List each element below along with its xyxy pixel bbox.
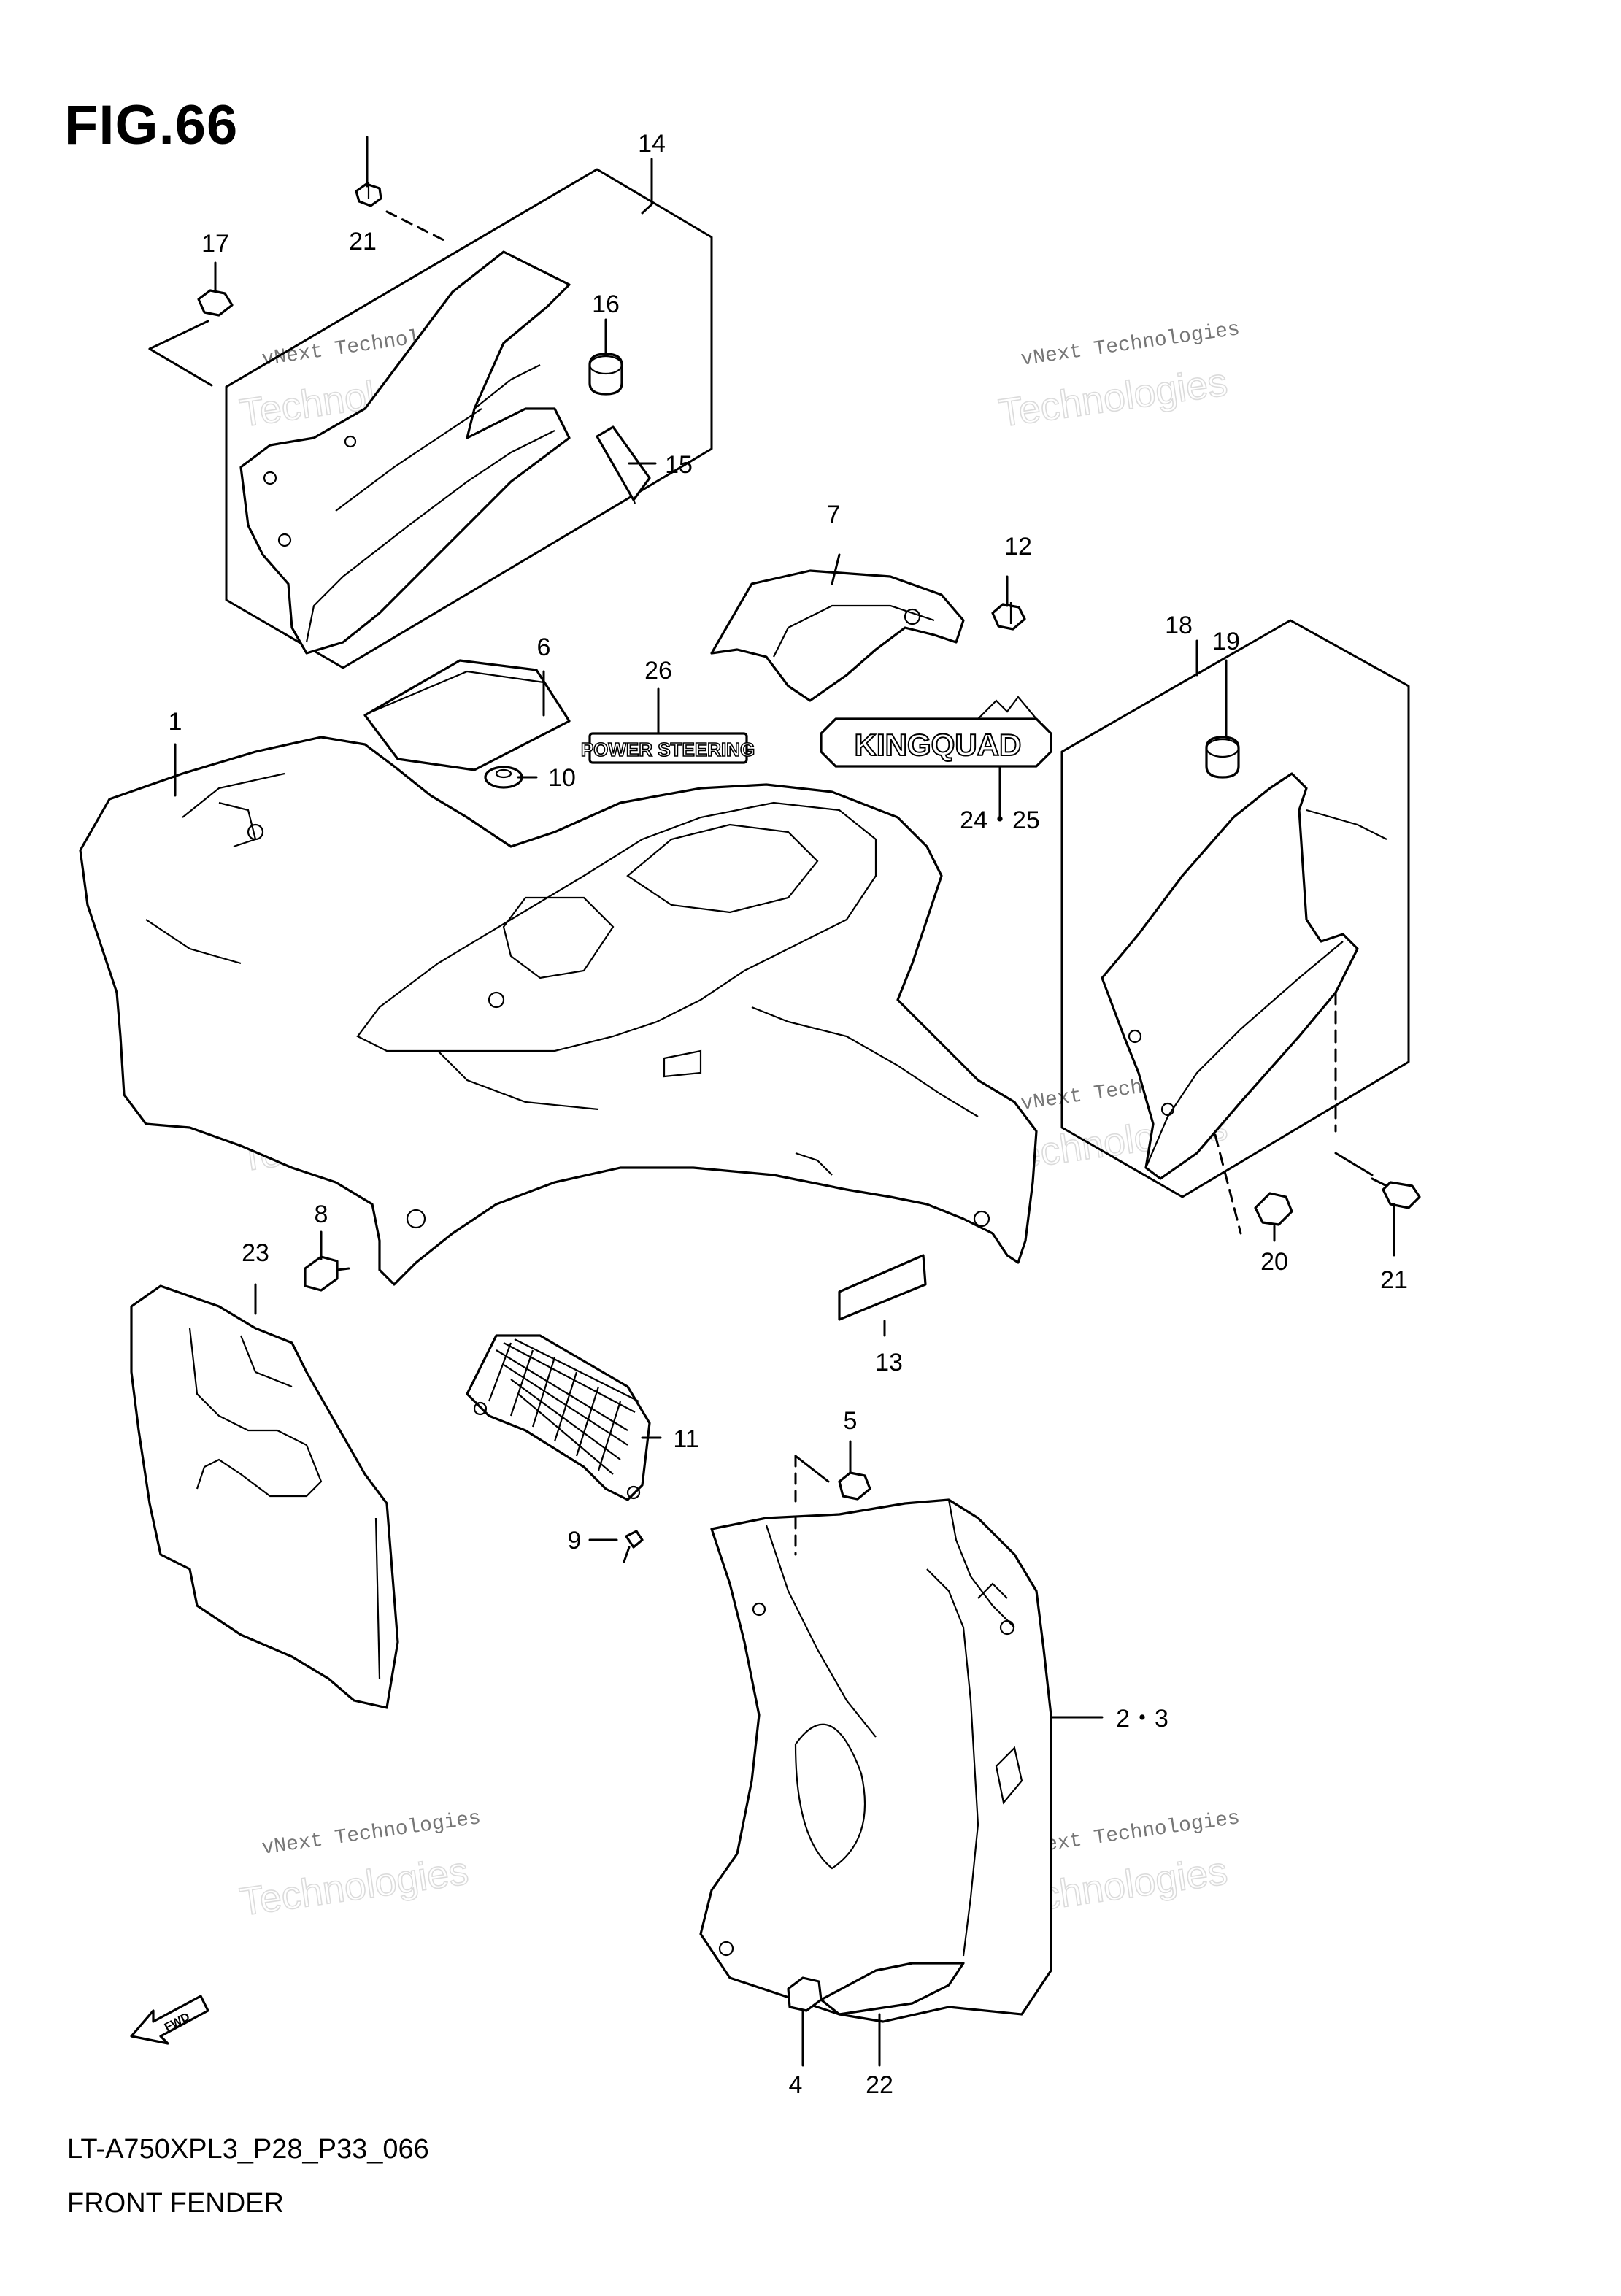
label-part-19: 19 [1212,628,1240,655]
part-6-cover [363,659,571,789]
part-22-pad [820,1962,965,2016]
watermark-large: Technologies [996,360,1231,435]
part-23-mudguard [130,1284,399,1709]
label-part-4: 4 [789,2071,803,2099]
label-part-16: 16 [592,290,620,318]
figure-name: FRONT FENDER [67,2188,284,2219]
part-19-grommet [1205,736,1240,779]
label-part-11: 11 [673,1425,698,1453]
part-4-bolt [787,1976,823,2027]
label-part-23: 23 [242,1239,269,1267]
label-part-15: 15 [665,451,693,479]
label-part-21-right: 21 [1380,1266,1408,1294]
label-part-17: 17 [201,230,229,258]
part-2-inner-fender [699,1498,1052,2023]
part-1-front-fender [79,736,1038,1286]
watermark-large: Technologies [237,1849,471,1924]
label-part-13: 13 [875,1349,903,1376]
part-21-clip-top [355,182,447,242]
part-15-pad [596,425,651,501]
figure-title: FIG.66 [64,94,239,156]
label-part-21-top: 21 [349,228,377,255]
part-11-grill [466,1334,651,1501]
figure-code: LT-A750XPL3_P28_P33_066 [67,2134,429,2165]
part-26-power-steering-decal: POWER STEERING [580,732,755,764]
label-part-7: 7 [827,501,841,528]
part-21-bolt-right [1371,1177,1421,1209]
label-part-12: 12 [1004,533,1032,560]
part-17-clip [148,289,234,387]
svg-text:KINGQUAD: KINGQUAD [855,728,1022,762]
label-part-24-25: 24・25 [960,806,1040,834]
label-part-2-3: 2・3 [1116,1705,1168,1733]
label-part-1: 1 [169,708,182,736]
label-part-6: 6 [537,633,551,661]
svg-text:POWER STEERING: POWER STEERING [581,739,755,760]
part-12-clip [991,602,1026,631]
label-part-18: 18 [1165,612,1193,639]
label-part-5: 5 [844,1407,858,1435]
part-8-bolt [304,1255,350,1292]
label-part-20: 20 [1260,1248,1288,1276]
leader-lines [174,136,1395,2067]
part-5-clip [794,1455,871,1556]
label-part-10: 10 [548,764,576,792]
label-part-26: 26 [644,657,672,685]
group-box-14 [225,168,713,669]
label-part-9: 9 [568,1527,582,1555]
label-part-22: 22 [866,2071,893,2099]
part-7-front-cover [710,569,965,702]
group-box-18 [1060,619,1410,1198]
part-labels: 14 17 21 16 15 7 12 6 18 26 19 1 10 24・2… [169,130,1408,2099]
part-13-pad [838,1254,927,1321]
fwd-arrow-icon: FWD [130,1995,209,2045]
label-part-14: 14 [638,130,666,158]
part-16-grommet [588,353,623,396]
part-24-kingquad-decal: KINGQUAD [820,696,1052,768]
inner-panel-left [239,250,571,655]
part-20-clip [1254,1192,1293,1226]
part-9-screw [623,1530,644,1563]
label-part-8: 8 [315,1201,328,1228]
